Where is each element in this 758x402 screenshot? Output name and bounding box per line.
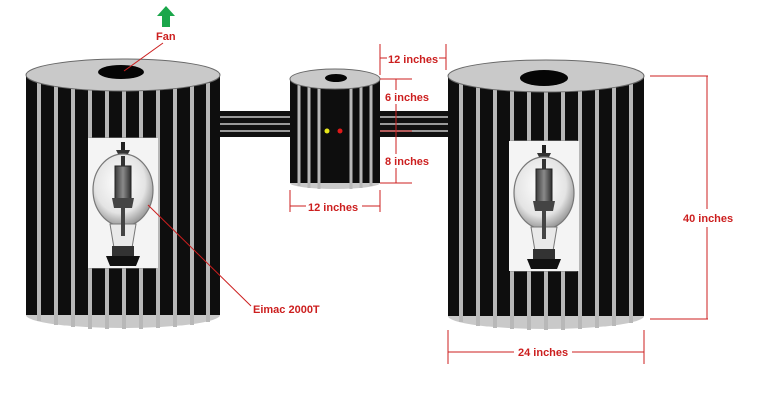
dimension-lines xyxy=(289,44,708,364)
tube-leader-line xyxy=(147,204,252,307)
middle-cabinet-stripes xyxy=(297,84,373,189)
left-tube-icon xyxy=(88,138,158,268)
middle-cabinet xyxy=(289,68,381,189)
left-cabinet xyxy=(25,58,221,329)
gap-dimension-label: 12 inches xyxy=(388,54,438,66)
fan-label: Fan xyxy=(156,31,176,43)
red-led-icon xyxy=(337,128,343,134)
tube-label: Eimac 2000T xyxy=(253,304,320,316)
small-width-label: 12 inches xyxy=(308,202,358,214)
height-dimension-label: 40 inches xyxy=(683,213,733,225)
small-height-bottom-label: 8 inches xyxy=(385,156,429,168)
right-tube-icon xyxy=(509,141,579,271)
small-height-top-label: 6 inches xyxy=(385,92,429,104)
yellow-led-icon xyxy=(324,128,330,134)
right-cabinet xyxy=(447,59,645,330)
left-fan-hole xyxy=(98,65,144,79)
width-dimension-label: 24 inches xyxy=(518,347,568,359)
up-arrow-icon xyxy=(157,6,175,27)
fan-leader-line xyxy=(123,42,164,72)
right-fan-hole xyxy=(520,70,568,86)
left-cable-bundle xyxy=(220,111,293,137)
right-cable-bundle xyxy=(378,111,450,137)
